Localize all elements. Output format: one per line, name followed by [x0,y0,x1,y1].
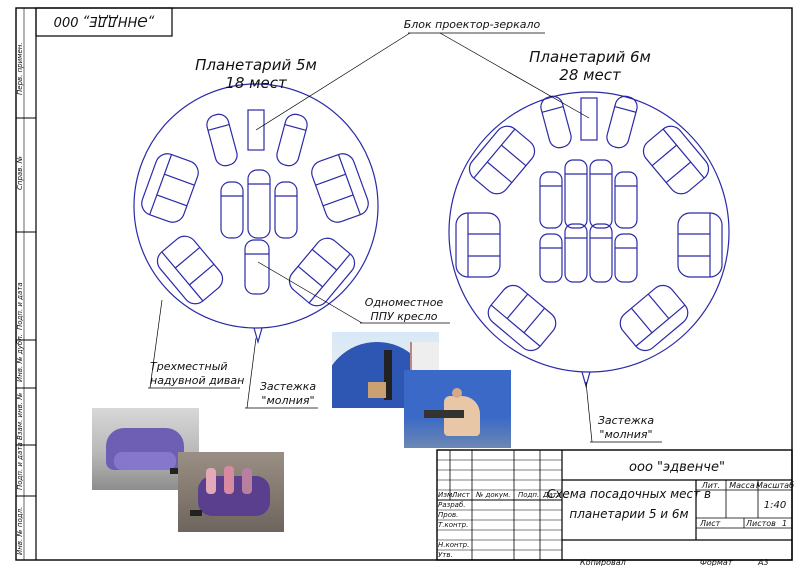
side-label-3: Подп. и дата [16,282,24,330]
outer-frame [15,7,793,561]
callout-zipper-left: Застежка "молния" [245,337,318,409]
svg-text:ППУ кресло: ППУ кресло [371,310,438,323]
projector-block [247,109,265,151]
svg-text:"молния": "молния" [599,428,652,441]
planetarium-6m [448,91,730,389]
tb-scale-value: 1:40 [764,500,786,511]
tb-utv: Утв. [438,551,453,559]
subtitle-6m: 28 мест [559,66,622,84]
side-label-7: Инв. № подл. [16,507,24,555]
photo-sofa-with-people [178,452,284,532]
side-label-2: Справ. № [16,156,24,190]
planetarium-5m [133,83,379,345]
tb-list: Лист [451,491,471,499]
side-stamp: Перв. примен. Справ. № Подп. и дата Инв.… [16,8,36,560]
tb-nkontr: Н.контр. [438,541,469,549]
tb-sheets-value: 1 [782,519,787,528]
tb-sign: Подп. [518,491,539,499]
callout-zipper-right: Застежка "молния" [585,381,662,443]
title-block [436,449,793,561]
tb-doc: № докум. [475,491,511,499]
photo-ppu-chair [404,370,511,448]
side-label-6: Подп. и дата [16,442,24,490]
svg-text:Блок проектор-зеркало: Блок проектор-зеркало [404,18,541,31]
tb-sheets: Листов [745,519,776,528]
drawing-title-line1: Схема посадочных мест в [547,487,711,501]
tb-format-value: А3 [757,558,769,566]
tb-razrab: Разраб. [438,501,466,509]
top-stamp-text: „ӘННДДЕ„ 000 [54,13,155,28]
tb-izm: Изм. [438,491,454,499]
callout-projector: Блок проектор-зеркало [255,18,590,131]
tb-scale-label: Масштаб [756,481,794,490]
svg-text:Застежка: Застежка [260,380,317,393]
company-name: ооо "эдвенче" [629,460,725,475]
projector-block-right [580,97,598,141]
side-label-4: Инв. № дубл. [16,334,24,382]
tb-prov: Пров. [438,511,458,519]
drawing-title-line2: планетарии 5 и 6м [569,507,688,521]
svg-text:Трехместный: Трехместный [150,360,228,373]
tb-tkontr: Т.контр. [438,521,468,529]
svg-text:Одноместное: Одноместное [365,296,444,309]
callout-single-seat: Одноместное ППУ кресло [257,261,450,324]
tb-format: Формат [700,558,733,566]
top-stamp-box [35,7,173,37]
tb-copied: Копировал [580,558,626,566]
side-label-5: Взам. инв. № [16,392,24,440]
callout-sofa: Трехместный надувной диван [148,299,244,389]
svg-text:надувной диван: надувной диван [150,374,244,387]
tb-lit: Лит. [701,481,720,490]
svg-text:Застежка: Застежка [598,414,655,427]
title-5m: Планетарий 5м [195,56,317,74]
subtitle-5m: 18 мест [225,74,288,92]
title-6m: Планетарий 6м [529,48,651,66]
side-label-1: Перв. примен. [16,42,24,95]
tb-sheet: Лист [699,519,721,528]
tb-mass: Масса [729,481,755,490]
tb-date: Дата [542,491,561,499]
svg-text:"молния": "молния" [261,394,314,407]
